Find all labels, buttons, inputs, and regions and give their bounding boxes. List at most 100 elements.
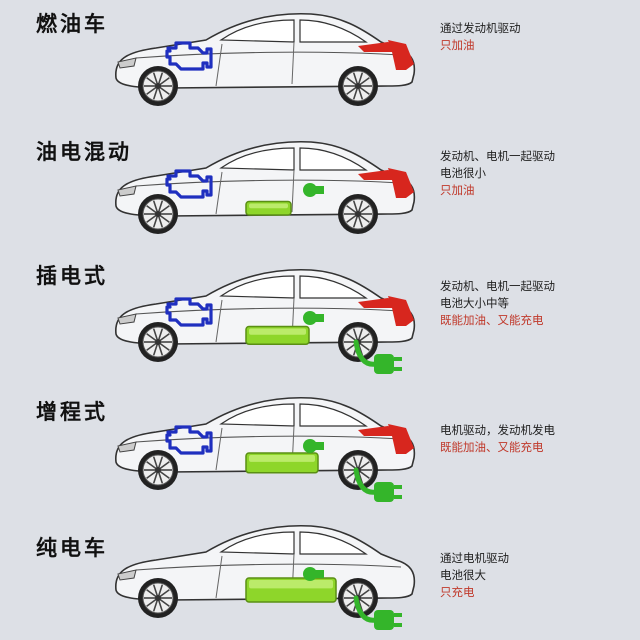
- door-line: [215, 555, 223, 599]
- nozzle-handle: [388, 168, 414, 198]
- battery-icon: [245, 452, 319, 474]
- nozzle-spout: [358, 42, 394, 52]
- row-description: 电机驱动，发动机发电 既能加油、又能充电: [440, 422, 555, 456]
- motor-icon: [303, 183, 324, 197]
- plug-cable: [353, 339, 379, 367]
- plug-body: [374, 610, 394, 630]
- battery-shine: [249, 328, 306, 335]
- row-range-extender-car: 增程式 电机驱动，发动机发电 既能加油、又能充电: [0, 384, 640, 512]
- battery-shine: [249, 455, 315, 462]
- rear-window: [299, 19, 368, 43]
- motor-shaft: [314, 442, 324, 450]
- nozzle-handle: [388, 296, 414, 326]
- car-group: [115, 396, 416, 502]
- desc-line: 通过电机驱动: [440, 551, 509, 565]
- car-group: [115, 140, 416, 234]
- plug-pin: [394, 495, 402, 499]
- desc-line: 发动机、电机一起驱动: [440, 279, 555, 293]
- battery-icon: [245, 577, 337, 603]
- row-title: 燃油车: [36, 12, 108, 36]
- car-group: [115, 268, 416, 374]
- car-group: [115, 12, 416, 106]
- plug-body: [374, 354, 394, 374]
- charge-plug-icon: [353, 595, 402, 630]
- hub: [155, 595, 161, 601]
- motor-shaft: [314, 570, 324, 578]
- front-window: [219, 531, 295, 555]
- engine-icon: [165, 297, 213, 327]
- headlight: [117, 441, 137, 453]
- car-diagram: [115, 524, 416, 630]
- motor-shaft: [314, 186, 324, 194]
- battery-shine: [249, 580, 333, 589]
- rear-wheel: [338, 66, 378, 106]
- nozzle-spout: [358, 298, 394, 308]
- fuel-nozzle-icon: [358, 168, 414, 198]
- desc-line: 电机驱动，发动机发电: [440, 423, 555, 437]
- rear-window: [299, 147, 368, 171]
- motor-icon: [303, 439, 324, 453]
- battery-shine: [249, 203, 288, 209]
- row-description: 发动机、电机一起驱动 电池大小中等 既能加油、又能充电: [440, 278, 555, 329]
- headlight: [117, 57, 137, 69]
- fuel-nozzle-icon: [358, 296, 414, 326]
- door-line: [215, 171, 223, 215]
- front-wheel: [138, 66, 178, 106]
- engine-outline: [165, 169, 213, 199]
- hub: [355, 211, 361, 217]
- battery-icon: [245, 200, 292, 216]
- desc-highlight: 只充电: [440, 585, 475, 599]
- front-window: [219, 275, 295, 299]
- charge-plug-icon: [353, 467, 402, 502]
- car-diagram: [115, 140, 416, 234]
- rear-window: [299, 275, 368, 299]
- engine-outline: [165, 41, 213, 71]
- door-line: [291, 169, 295, 213]
- hub: [155, 467, 161, 473]
- row-title: 纯电车: [36, 536, 108, 560]
- fuel-nozzle-icon: [358, 424, 414, 454]
- motor-icon: [303, 567, 324, 581]
- car-group: [115, 524, 416, 630]
- engine-outline: [165, 425, 213, 455]
- hub: [355, 83, 361, 89]
- battery-icon: [245, 325, 310, 345]
- car-diagram: [115, 396, 416, 502]
- hub: [155, 83, 161, 89]
- desc-line: 发动机、电机一起驱动: [440, 149, 555, 163]
- plug-cable: [353, 595, 379, 623]
- plug-pin: [394, 623, 402, 627]
- desc-highlight: 既能加油、又能充电: [440, 440, 544, 454]
- row-fuel-car: 燃油车 通过发动机驱动 只加油: [0, 0, 640, 128]
- row-hybrid-car: 油电混动 发动机、电机一起驱动 电池很小 只加油: [0, 128, 640, 256]
- row-title: 增程式: [36, 400, 108, 424]
- plug-pin: [394, 357, 402, 361]
- plug-body: [374, 482, 394, 502]
- desc-line: 电池很小: [440, 166, 486, 180]
- headlight: [117, 185, 137, 197]
- front-wheel: [138, 322, 178, 362]
- motor-shaft: [314, 314, 324, 322]
- nozzle-spout: [358, 170, 394, 180]
- motor-body: [303, 311, 317, 325]
- door-line: [215, 43, 223, 87]
- row-description: 发动机、电机一起驱动 电池很小 只加油: [440, 148, 555, 199]
- nozzle-handle: [388, 424, 414, 454]
- desc-highlight: 既能加油、又能充电: [440, 313, 544, 327]
- motor-icon: [303, 311, 324, 325]
- headlight: [117, 569, 137, 581]
- rear-wheel: [338, 194, 378, 234]
- desc-line: 电池很大: [440, 568, 486, 582]
- door-line: [291, 41, 295, 85]
- desc-line: 通过发动机驱动: [440, 21, 521, 35]
- plug-cable: [353, 467, 379, 495]
- headlight: [117, 313, 137, 325]
- front-wheel: [138, 450, 178, 490]
- car-diagram: [115, 268, 416, 374]
- door-line: [215, 299, 223, 343]
- front-wheel: [138, 578, 178, 618]
- row-description: 通过电机驱动 电池很大 只充电: [440, 550, 509, 601]
- plug-pin: [394, 367, 402, 371]
- engine-icon: [165, 169, 213, 199]
- motor-body: [303, 439, 317, 453]
